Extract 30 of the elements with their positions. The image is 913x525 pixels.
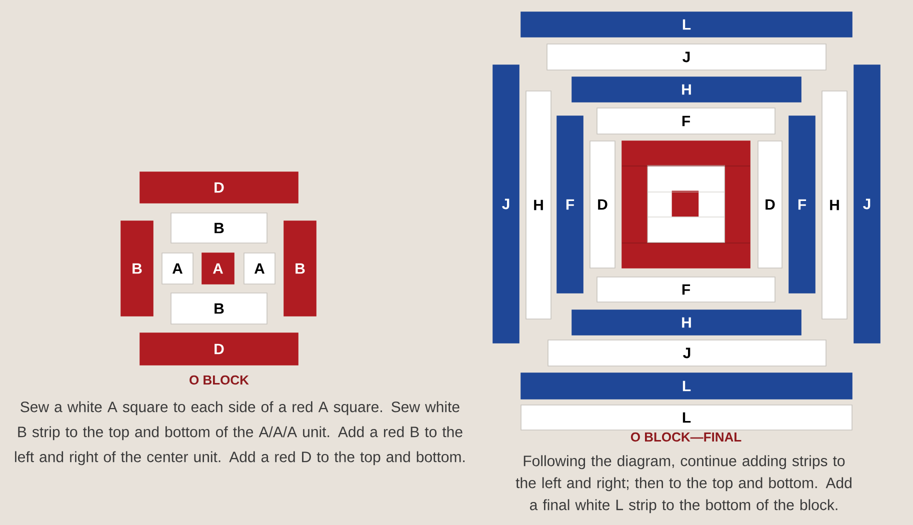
fabric-strip: F (596, 276, 776, 302)
fabric-strip: L (520, 372, 852, 400)
fabric-strip: D (140, 332, 298, 366)
fabric-strip: L (520, 404, 852, 430)
fabric-square: A (162, 252, 194, 284)
fabric-strip: F (556, 116, 584, 294)
fabric-strip: H (526, 90, 552, 320)
fabric-strip: L (520, 12, 852, 38)
caption-text: Sew a white A square to each side of a red A square. Sew white B strip to the top and bottom of the A/A/A unit. Add a red B to the left and right of the center unit. Add a red D to the top and bottom. (15, 401, 465, 466)
fabric-strip: H (822, 90, 848, 320)
fabric-strip: J (546, 44, 826, 70)
caption-title: O BLOCK—FINAL (630, 432, 742, 442)
fabric-strip: H (572, 76, 802, 102)
fabric-strip: B (120, 220, 154, 316)
fabric-strip: H (572, 310, 802, 336)
fabric-strip: J (492, 64, 520, 344)
fabric-strip: B (284, 220, 316, 316)
fabric-strip: J (548, 340, 826, 366)
caption-text: Following the diagram, continue adding strips to the left and right; then to the top and bottom. Add a final white L strip to the bottom of the block. (516, 455, 852, 514)
fabric-strip: D (590, 140, 616, 268)
fabric-strip: J (854, 64, 880, 344)
fabric-strip: F (596, 108, 776, 134)
fabric-square: A (202, 252, 234, 284)
fabric-strip: B (170, 292, 268, 324)
fabric-strip: B (170, 212, 268, 244)
fabric-square: A (244, 252, 276, 284)
fabric-strip: D (758, 140, 782, 268)
fabric-square (672, 190, 699, 217)
fabric-strip: D (140, 172, 298, 204)
fabric-strip: F (788, 116, 816, 294)
